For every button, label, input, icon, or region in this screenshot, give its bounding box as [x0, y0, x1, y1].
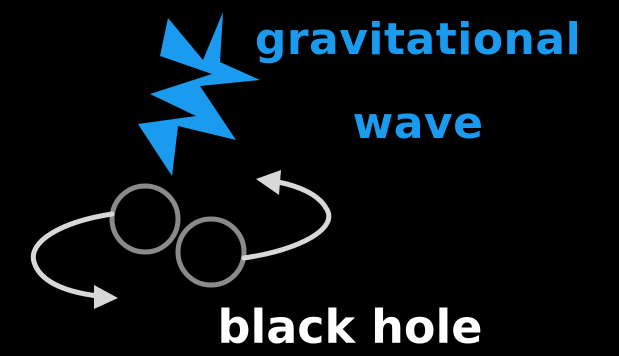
gravitational-wave-label-line2: wave: [352, 98, 484, 149]
black-hole-label: black hole: [217, 300, 483, 354]
orbit-arrowhead-left-icon: [94, 285, 118, 309]
black-hole-left: [109, 183, 181, 255]
gravitational-wave-label-line1: gravitational: [254, 14, 582, 65]
orbit-arrow-left: [30, 211, 115, 299]
black-hole-right: [175, 216, 247, 288]
orbit-arrowhead-right-icon: [256, 170, 281, 195]
orbit-arrow-right: [241, 179, 332, 261]
gravitational-wave-bolt-icon: [138, 12, 260, 176]
